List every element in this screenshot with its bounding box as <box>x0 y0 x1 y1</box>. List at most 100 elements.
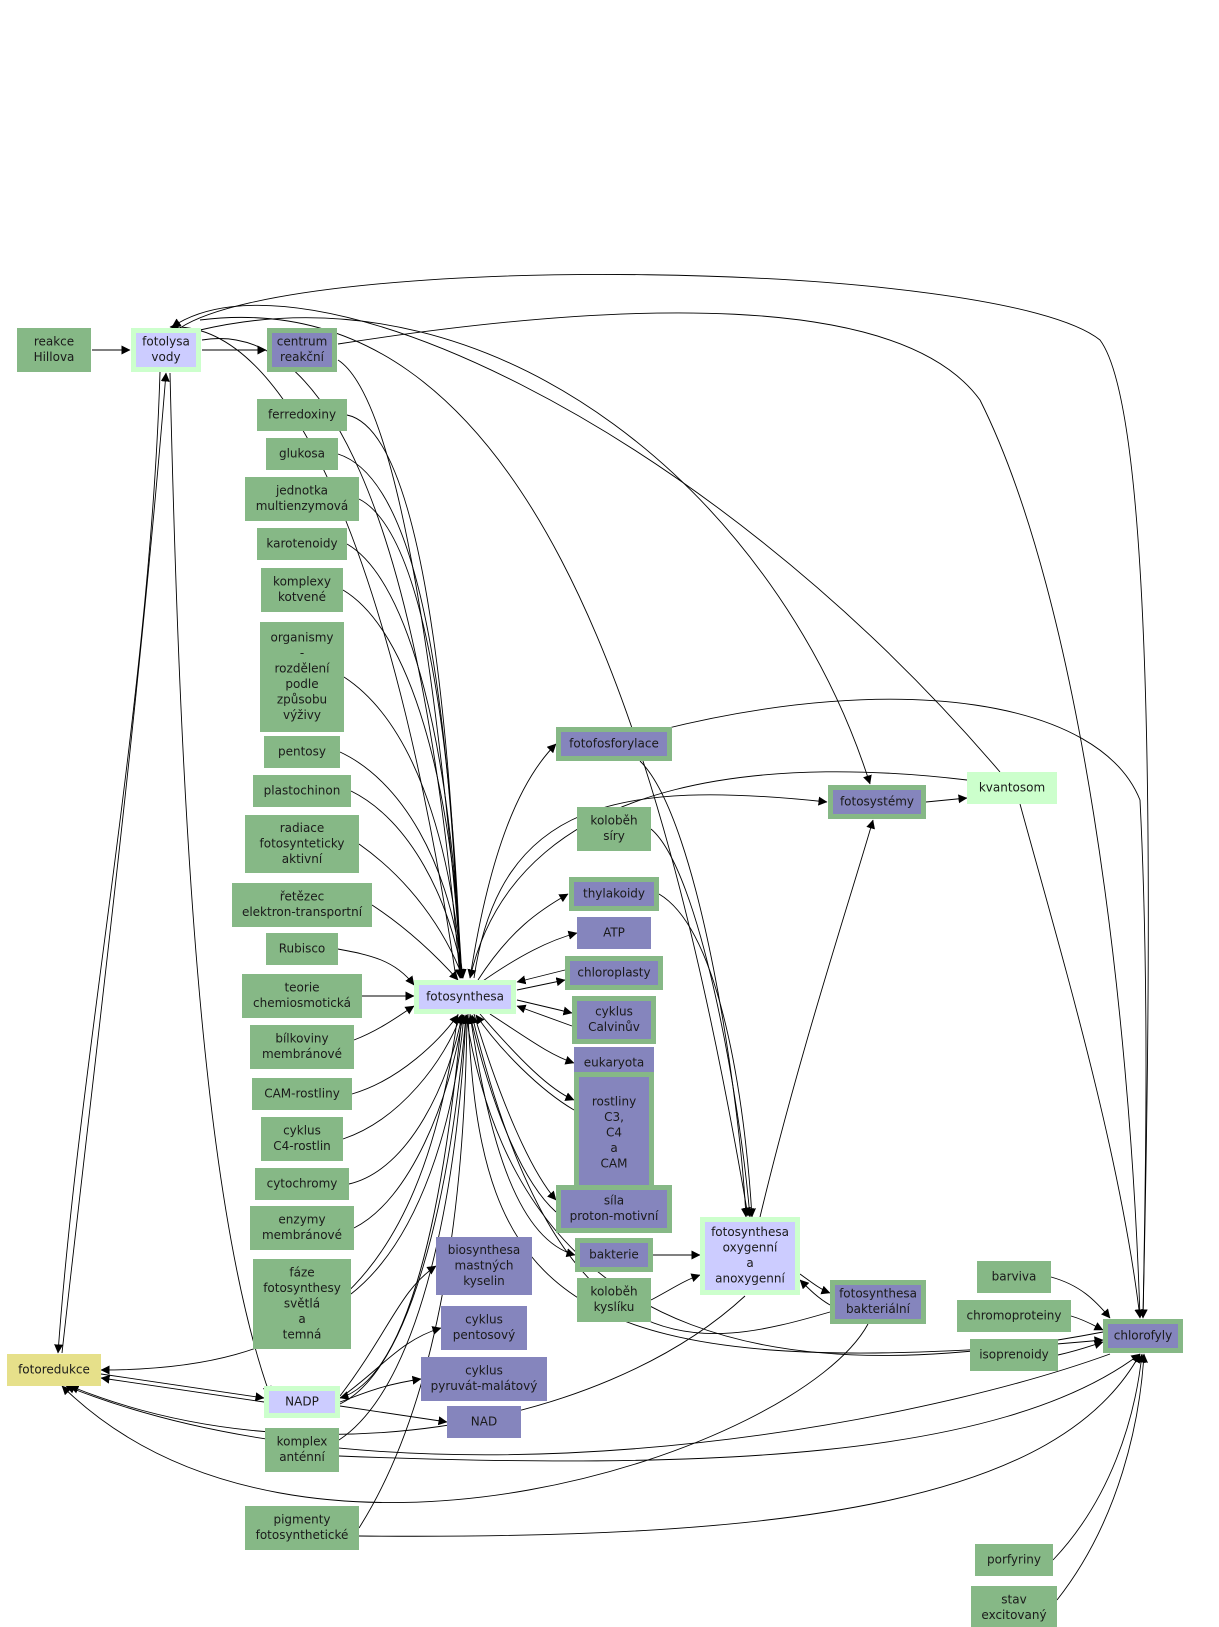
node-label: - <box>300 646 304 660</box>
node-label: ferredoxiny <box>268 407 336 421</box>
node-box <box>272 333 332 367</box>
node-label: biosynthesa <box>448 1243 521 1257</box>
node-nad[interactable]: NAD <box>447 1406 521 1438</box>
node-label: chlorofyly <box>1114 1328 1172 1342</box>
node-box <box>447 1406 521 1438</box>
node-thylakoidy[interactable]: thylakoidy <box>569 877 659 911</box>
node-chloroplasty[interactable]: chloroplasty <box>565 956 663 990</box>
node-label: stav <box>1001 1593 1026 1607</box>
node-atp[interactable]: ATP <box>577 917 651 949</box>
edge-cam-rostliny-to-fotosynthesa <box>351 1014 459 1095</box>
node-porfyriny[interactable]: porfyriny <box>975 1544 1053 1576</box>
node-box <box>17 328 91 372</box>
edge-fotofosforylace-to-chlorofyly <box>659 698 1148 1319</box>
node-fotosystemy[interactable]: fotosystémy <box>828 785 926 819</box>
node-glukosa[interactable]: glukosa <box>266 438 338 470</box>
node-label: anoxygenní <box>715 1272 785 1286</box>
node-label: a <box>610 1141 617 1155</box>
node-plastochinon[interactable]: plastochinon <box>253 775 351 807</box>
node-label: bakterie <box>589 1247 639 1261</box>
edge-radiace-to-fotosynthesa <box>358 843 465 979</box>
edge-fotolysa-vody-to-fotosystemy <box>199 317 872 785</box>
node-box <box>232 883 372 927</box>
node-box <box>257 399 347 431</box>
node-fotoredukce[interactable]: fotoredukce <box>7 1354 101 1386</box>
node-box <box>253 1259 351 1349</box>
edge-plastochinon-to-fotosynthesa <box>350 790 467 979</box>
node-label: pyruvát-malátový <box>431 1379 538 1393</box>
node-label: bakteriální <box>846 1302 911 1316</box>
node-box <box>967 772 1057 804</box>
node-label: membránové <box>262 1047 342 1061</box>
node-kvantosom[interactable]: kvantosom <box>967 772 1057 804</box>
node-fotofosforylace[interactable]: fotofosforylace <box>556 727 672 761</box>
node-box <box>250 1025 354 1069</box>
node-label: reakce <box>34 335 74 349</box>
node-chromoproteiny[interactable]: chromoproteiny <box>957 1300 1071 1332</box>
edge-fotolysa-vody-to-nadp <box>169 372 272 1396</box>
node-box <box>1108 1324 1178 1348</box>
edge-nadp-to-nad <box>339 1405 448 1426</box>
edge-chromoproteiny-to-chlorofyly <box>1070 1315 1104 1331</box>
node-label: isoprenoidy <box>979 1347 1049 1361</box>
node-cam-rostliny[interactable]: CAM-rostliny <box>252 1078 352 1110</box>
node-karotenoidy[interactable]: karotenoidy <box>257 528 347 560</box>
node-barviva[interactable]: barviva <box>977 1261 1051 1293</box>
edge-fotolysa-vody-to-fotoredukce <box>54 371 161 1354</box>
node-label: oxygenní <box>723 1241 778 1255</box>
edge-stav-excitovany-to-chlorofyly <box>1056 1353 1148 1601</box>
node-box <box>252 1078 352 1110</box>
node-pentosy[interactable]: pentosy <box>264 736 340 768</box>
node-box <box>561 732 667 756</box>
node-label: reakční <box>280 350 325 364</box>
node-nadp[interactable]: NADP <box>264 1386 340 1418</box>
node-cytochromy[interactable]: cytochromy <box>255 1168 349 1200</box>
edge-fotosynthesa-to-eukaryota <box>489 1013 575 1065</box>
node-bakterie[interactable]: bakterie <box>575 1238 653 1272</box>
node-ferredoxiny[interactable]: ferredoxiny <box>257 399 347 431</box>
node-rubisco[interactable]: Rubisco <box>266 933 338 965</box>
node-box <box>579 1077 649 1189</box>
node-box <box>835 1285 921 1319</box>
node-label: C3, <box>604 1110 624 1124</box>
node-fotosynthesa[interactable]: fotosynthesa <box>414 980 516 1014</box>
node-label: kotvené <box>278 590 326 604</box>
node-box <box>419 985 511 1009</box>
node-label: CAM <box>601 1156 628 1170</box>
edge-kolobeh-siry-to-fs-oxygenni <box>650 828 754 1218</box>
node-label: NAD <box>471 1414 497 1428</box>
node-chlorofyly[interactable]: chlorofyly <box>1103 1319 1183 1353</box>
edge-fotosynthesa-to-rostliny <box>479 1013 575 1101</box>
edge-fotolysa-vody-to-fotosynthesa <box>201 338 464 979</box>
edge-komplex-antenni-to-fotosynthesa <box>338 1014 471 1441</box>
node-label: síla <box>604 1194 624 1208</box>
node-isoprenoidy[interactable]: isoprenoidy <box>970 1339 1058 1371</box>
